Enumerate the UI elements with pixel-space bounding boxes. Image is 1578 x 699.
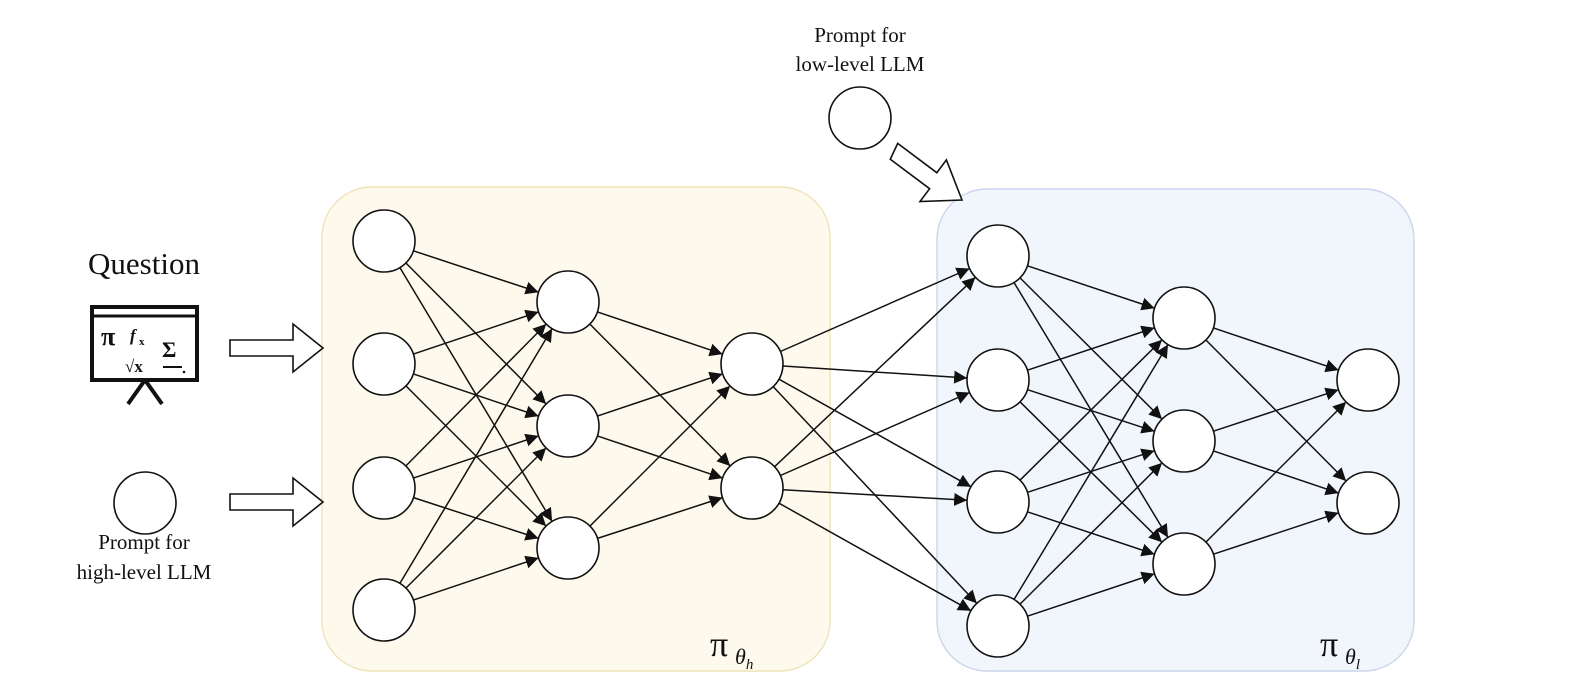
high-net-node-layer3-1 xyxy=(720,332,784,396)
low-net-node-layer1-2 xyxy=(966,348,1030,412)
network-nodes xyxy=(352,209,1400,658)
svg-text:Σ: Σ xyxy=(162,337,176,362)
edge-l0-n0-to-n0 xyxy=(413,250,539,295)
low-net-node-layer2-2 xyxy=(1152,409,1216,473)
low-prompt-label-line2: low-level LLM xyxy=(796,52,925,76)
low-net-node-layer2-1 xyxy=(1152,286,1216,350)
low-level-prompt-node xyxy=(828,86,892,150)
high-net-node-layer2-2 xyxy=(536,394,600,458)
high-net-node-layer1-3 xyxy=(352,456,416,520)
low-net-node-layer3-2 xyxy=(1336,471,1400,535)
edge-l2-n1-to-n2 xyxy=(782,489,968,506)
edge-l2-n1-to-n3 xyxy=(778,502,972,612)
edge-l3-n3-to-n1 xyxy=(1019,462,1163,605)
low-prompt-label-line1: Prompt for xyxy=(814,23,906,47)
high-net-node-layer1-4 xyxy=(352,578,416,642)
network-edges xyxy=(399,250,1347,617)
edge-l4-n1-to-n0 xyxy=(1213,387,1339,432)
edge-l0-n3-to-n2 xyxy=(413,555,539,601)
edge-l1-n0-to-n0 xyxy=(597,311,723,357)
edge-l4-n2-to-n1 xyxy=(1213,510,1339,555)
edge-l3-n2-to-n0 xyxy=(1019,339,1163,481)
svg-text:x: x xyxy=(139,336,145,348)
edge-l2-n1-to-n0 xyxy=(774,276,976,468)
edge-l3-n1-to-n0 xyxy=(1027,325,1155,371)
svg-text:π: π xyxy=(1320,624,1338,664)
prompt-input-arrow xyxy=(229,476,325,528)
low-net-node-layer1-4 xyxy=(966,594,1030,658)
edge-l2-n0-to-n0 xyxy=(780,267,970,353)
high-net-node-layer3-2 xyxy=(720,456,784,520)
high-net-node-layer1-2 xyxy=(352,332,416,396)
edge-l3-n3-to-n2 xyxy=(1027,571,1155,617)
svg-text:π: π xyxy=(101,322,115,351)
edge-l0-n3-to-n1 xyxy=(405,447,547,589)
low-prompt-input-arrow xyxy=(889,142,964,203)
edge-l2-n1-to-n1 xyxy=(780,391,970,477)
edge-l1-n2-to-n0 xyxy=(589,385,731,527)
high-prompt-label-line2: high-level LLM xyxy=(77,560,212,584)
high-prompt-label-line1: Prompt for xyxy=(98,530,190,554)
high-level-prompt-node xyxy=(113,471,177,535)
svg-text:√x: √x xyxy=(125,357,143,376)
edge-l1-n2-to-n1 xyxy=(597,495,723,540)
edge-l0-n2-to-n0 xyxy=(405,323,547,467)
low-net-node-layer1-1 xyxy=(966,224,1030,288)
edge-l4-n2-to-n0 xyxy=(1205,401,1347,543)
question-input-arrow xyxy=(229,322,325,374)
low-net-node-layer1-3 xyxy=(966,470,1030,534)
question-label: Question xyxy=(88,246,200,281)
high-net-node-layer2-3 xyxy=(536,516,600,580)
svg-text:f: f xyxy=(130,326,138,345)
edge-l2-n0-to-n2 xyxy=(778,378,972,488)
edge-l0-n1-to-n0 xyxy=(413,309,539,355)
svg-text:π: π xyxy=(710,624,728,664)
edge-l1-n1-to-n0 xyxy=(597,371,723,417)
high-net-node-layer2-1 xyxy=(536,270,600,334)
edge-l4-n0-to-n0 xyxy=(1213,327,1339,373)
blackboard-math-icon: π f x Σ √x xyxy=(90,305,199,406)
low-net-node-layer3-1 xyxy=(1336,348,1400,412)
edge-l3-n0-to-n0 xyxy=(1027,265,1155,311)
edge-l0-n3-to-n0 xyxy=(399,328,553,584)
low-net-node-layer2-3 xyxy=(1152,532,1216,596)
high-net-node-layer1-1 xyxy=(352,209,416,273)
edge-l3-n3-to-n0 xyxy=(1013,344,1169,600)
